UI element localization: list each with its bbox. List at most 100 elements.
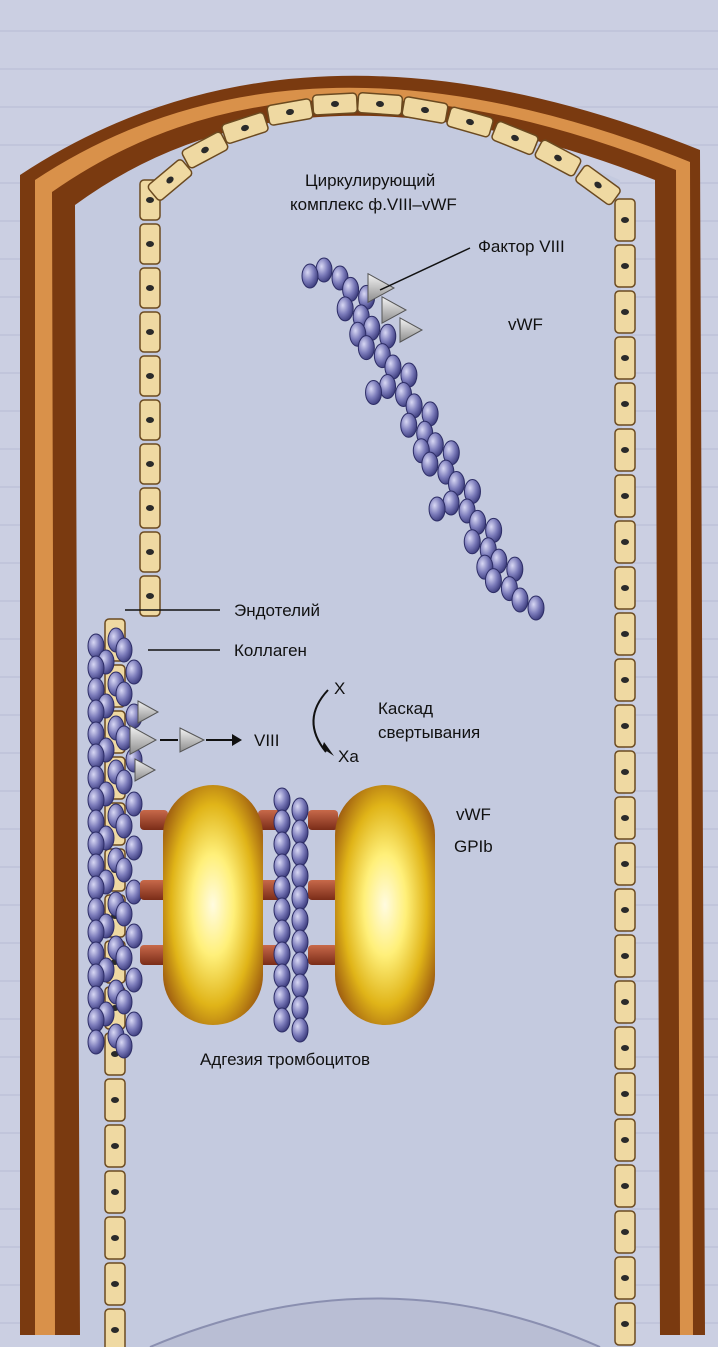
vwf-bead [429, 497, 445, 521]
cell-nucleus [146, 461, 154, 467]
vwf-bead [88, 744, 104, 768]
cell-nucleus [621, 907, 629, 913]
endothelial-cell [615, 1303, 635, 1345]
cell-nucleus [621, 585, 629, 591]
cell-nucleus [146, 329, 154, 335]
cell-nucleus [621, 815, 629, 821]
label-viii: VIII [254, 731, 280, 750]
vwf-bead [126, 968, 142, 992]
vwf-bead [401, 413, 417, 437]
vwf-bead [366, 380, 382, 404]
vwf-bead [274, 854, 290, 878]
endothelial-cell [105, 1125, 125, 1167]
cell-nucleus [146, 197, 154, 203]
cell-nucleus [621, 1137, 629, 1143]
vwf-bead [316, 258, 332, 282]
vwf-bead [274, 832, 290, 856]
vwf-bead [292, 798, 308, 822]
vwf-bead [126, 660, 142, 684]
vwf-bead [116, 990, 132, 1014]
cell-nucleus [111, 1143, 119, 1149]
cell-nucleus [621, 953, 629, 959]
cell-nucleus [621, 493, 629, 499]
endothelial-cell [615, 475, 635, 517]
cell-nucleus [621, 217, 629, 223]
cell-nucleus [146, 241, 154, 247]
cell-nucleus [621, 631, 629, 637]
cell-nucleus [621, 447, 629, 453]
vwf-bead [292, 820, 308, 844]
endothelial-cell [615, 705, 635, 747]
vwf-bead [116, 1034, 132, 1058]
cell-nucleus [111, 1281, 119, 1287]
cell-nucleus [621, 677, 629, 683]
vwf-bead [88, 876, 104, 900]
background-line [0, 30, 718, 32]
vwf-bead [116, 638, 132, 662]
cell-nucleus [111, 1327, 119, 1333]
cell-nucleus [146, 285, 154, 291]
vwf-bead [380, 374, 396, 398]
label-vwf-top: vWF [508, 315, 543, 334]
vwf-bead [274, 986, 290, 1010]
label-factor-viii: Фактор VIII [478, 237, 565, 256]
label-x: X [334, 679, 345, 698]
endothelial-cell [615, 797, 635, 839]
endothelial-cell [615, 1211, 635, 1253]
vwf-bead [274, 898, 290, 922]
endothelial-cell [615, 1257, 635, 1299]
vwf-bead [292, 842, 308, 866]
vwf-bead [274, 1008, 290, 1032]
endothelial-cell [615, 337, 635, 379]
endothelial-cell [615, 383, 635, 425]
endothelial-cell [615, 1119, 635, 1161]
vwf-bead [274, 810, 290, 834]
vwf-bead [292, 952, 308, 976]
vwf-bead [358, 336, 374, 360]
platelet-left [163, 785, 263, 1025]
vwf-bead [292, 930, 308, 954]
cell-nucleus [621, 539, 629, 545]
vwf-bead [422, 452, 438, 476]
endothelial-cell [615, 245, 635, 287]
cell-nucleus [621, 309, 629, 315]
vwf-bead [292, 1018, 308, 1042]
label-xa: Xa [338, 747, 359, 766]
label-vwf-mid: vWF [456, 805, 491, 824]
vwf-bead [88, 1030, 104, 1054]
label-platelet-adhesion: Адгезия тромбоцитов [200, 1050, 370, 1069]
vwf-bead [88, 964, 104, 988]
gpib-receptor [308, 880, 338, 900]
endothelial-cell [140, 532, 160, 572]
cell-nucleus [621, 1091, 629, 1097]
vwf-bead [116, 858, 132, 882]
endothelial-cell [105, 1263, 125, 1305]
vwf-bead [512, 588, 528, 612]
cell-nucleus [111, 1189, 119, 1195]
cell-nucleus [146, 505, 154, 511]
endothelial-cell [357, 92, 402, 115]
vwf-bead [88, 832, 104, 856]
vwf-bead [126, 880, 142, 904]
vwf-bead [88, 788, 104, 812]
vwf-bead [116, 682, 132, 706]
cell-nucleus [111, 1235, 119, 1241]
endothelial-cell [615, 889, 635, 931]
vwf-bead [126, 1012, 142, 1036]
vwf-bead [443, 491, 459, 515]
vwf-bead [116, 902, 132, 926]
endothelial-cell [140, 444, 160, 484]
vwf-bead [337, 297, 353, 321]
label-gpib: GPIb [454, 837, 493, 856]
gpib-receptor [308, 945, 338, 965]
vwf-bead [292, 886, 308, 910]
platelet-right [335, 785, 435, 1025]
cell-nucleus [621, 1045, 629, 1051]
endothelial-cell [615, 199, 635, 241]
vwf-bead [88, 1008, 104, 1032]
vwf-bead [116, 814, 132, 838]
vwf-bead [292, 974, 308, 998]
endothelial-cell [105, 1217, 125, 1259]
